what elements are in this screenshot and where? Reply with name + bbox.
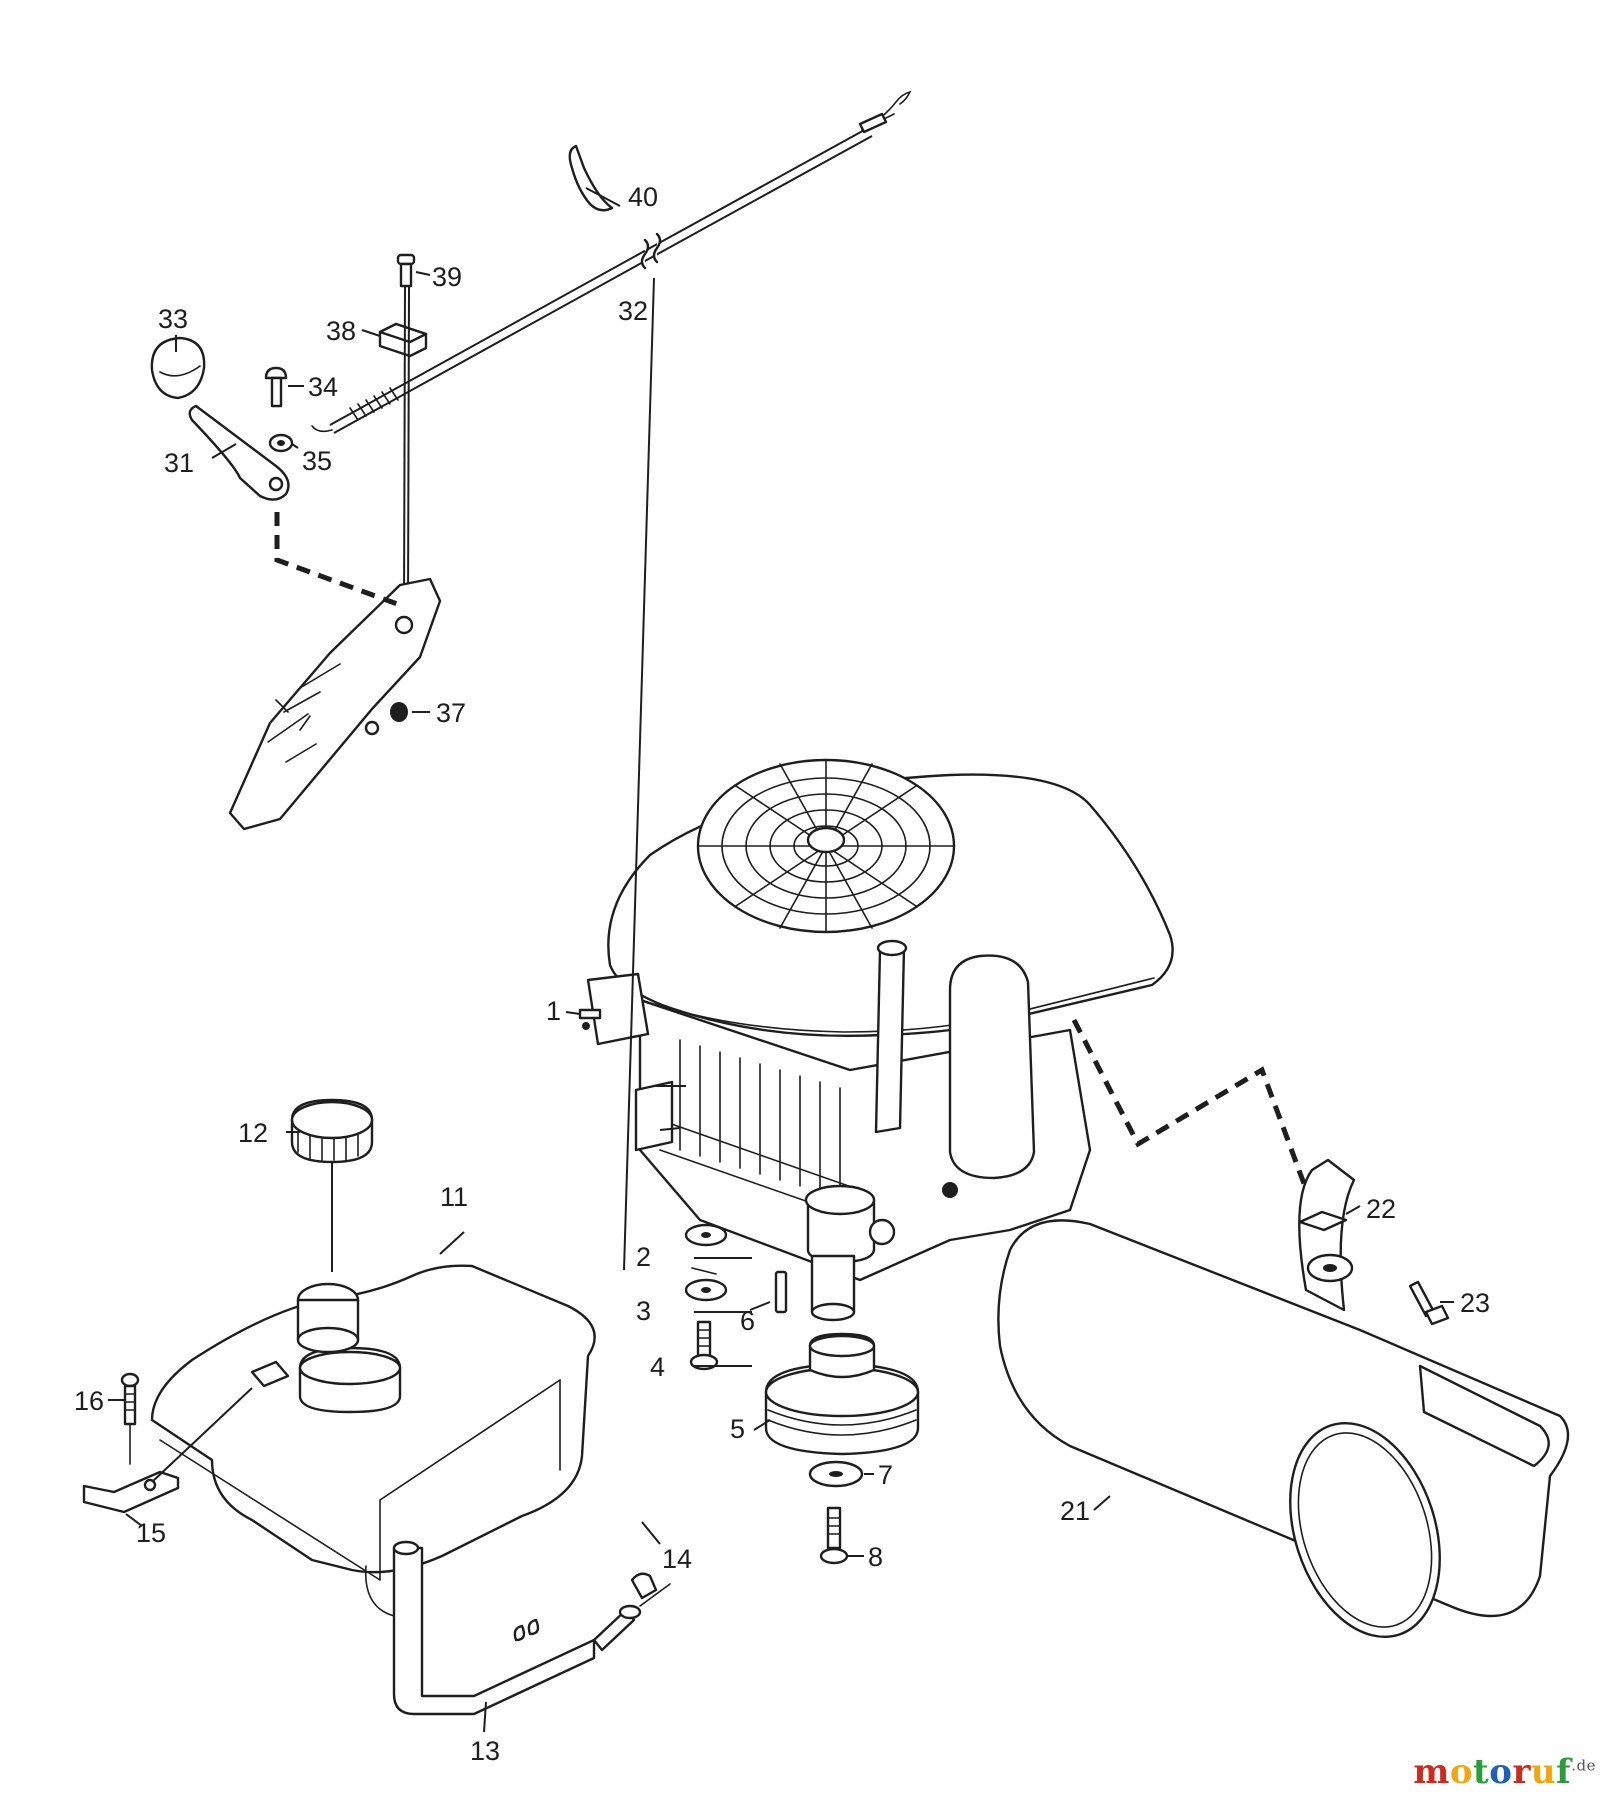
strap-guide-line — [151, 1387, 253, 1483]
clamp-38 — [378, 322, 428, 358]
fuel-cap — [290, 1098, 374, 1164]
control-lever — [188, 404, 290, 501]
bolt-16 — [120, 1372, 140, 1465]
part-label-22: 22 — [1366, 1194, 1396, 1224]
part-label-6: 6 — [740, 1306, 755, 1336]
fuel-hose — [392, 1540, 671, 1716]
part-label-37: 37 — [436, 698, 466, 728]
throttle-rod — [403, 285, 410, 611]
leader-lines — [108, 187, 1454, 1733]
part-label-23: 23 — [1460, 1288, 1490, 1318]
bolt-4 — [689, 1320, 719, 1371]
gasket-22 — [1298, 1210, 1348, 1232]
bolt-23 — [1408, 1280, 1450, 1326]
part-label-12: 12 — [238, 1118, 268, 1148]
washer-35 — [268, 433, 294, 453]
part-label-4: 4 — [650, 1352, 665, 1382]
flange-muffler — [1306, 1253, 1354, 1283]
part-label-1: 1 — [546, 996, 561, 1026]
muffler — [997, 1158, 1570, 1639]
nut-37 — [390, 702, 408, 722]
mounting-bracket — [228, 577, 442, 831]
throttle-cable — [311, 90, 912, 434]
bolt-8 — [819, 1506, 849, 1565]
part-label-34: 34 — [308, 372, 338, 402]
part-label-3: 3 — [636, 1296, 651, 1326]
part-label-5: 5 — [730, 1414, 745, 1444]
part-label-13: 13 — [470, 1736, 500, 1766]
part-label-40: 40 — [628, 182, 658, 212]
tank-strap — [82, 1470, 180, 1514]
fuel-tank — [150, 1264, 596, 1619]
watermark-letter: t — [1473, 1752, 1490, 1792]
part-label-33: 33 — [158, 304, 188, 334]
part-label-39: 39 — [432, 262, 462, 292]
part-label-38: 38 — [326, 316, 356, 346]
watermark-letter: o — [1449, 1752, 1474, 1792]
bolt-34 — [264, 366, 288, 408]
watermark-tld: .de — [1571, 1756, 1596, 1775]
part-label-35: 35 — [302, 446, 332, 476]
part-label-16: 16 — [74, 1386, 104, 1416]
washer-7 — [808, 1460, 864, 1488]
watermark-letter: m — [1413, 1752, 1450, 1792]
watermark-letter: u — [1530, 1752, 1557, 1792]
part-label-7: 7 — [878, 1460, 893, 1490]
watermark-letter: f — [1556, 1752, 1572, 1792]
washer-2 — [684, 1223, 728, 1247]
dashed-alignment-lever-bracket — [274, 512, 401, 608]
part-labels: 40 39 32 38 33 34 31 35 37 1 12 11 2 3 6… — [74, 182, 1490, 1766]
throttle-knob — [150, 336, 206, 400]
part-label-8: 8 — [868, 1542, 883, 1572]
dashed-alignment-engine-muffler — [1071, 1018, 1313, 1201]
watermark-letter: r — [1512, 1752, 1531, 1792]
cable-tie — [568, 144, 614, 212]
hose-clamp — [630, 1572, 658, 1600]
screw-39 — [396, 253, 416, 288]
part-label-32: 32 — [618, 296, 648, 326]
pulley-5 — [764, 1332, 920, 1456]
part-label-11: 11 — [440, 1182, 468, 1212]
engine — [578, 758, 1174, 1322]
watermark-logo: motoruf.de — [1413, 1752, 1596, 1792]
part-label-2: 2 — [636, 1242, 651, 1272]
part-label-14: 14 — [662, 1544, 692, 1574]
part-label-31: 31 — [164, 448, 194, 478]
washer-3 — [684, 1267, 728, 1302]
key-6 — [774, 1270, 788, 1314]
part-label-21: 21 — [1060, 1496, 1090, 1526]
watermark-letter: o — [1489, 1752, 1513, 1792]
part-label-15: 15 — [136, 1518, 166, 1548]
